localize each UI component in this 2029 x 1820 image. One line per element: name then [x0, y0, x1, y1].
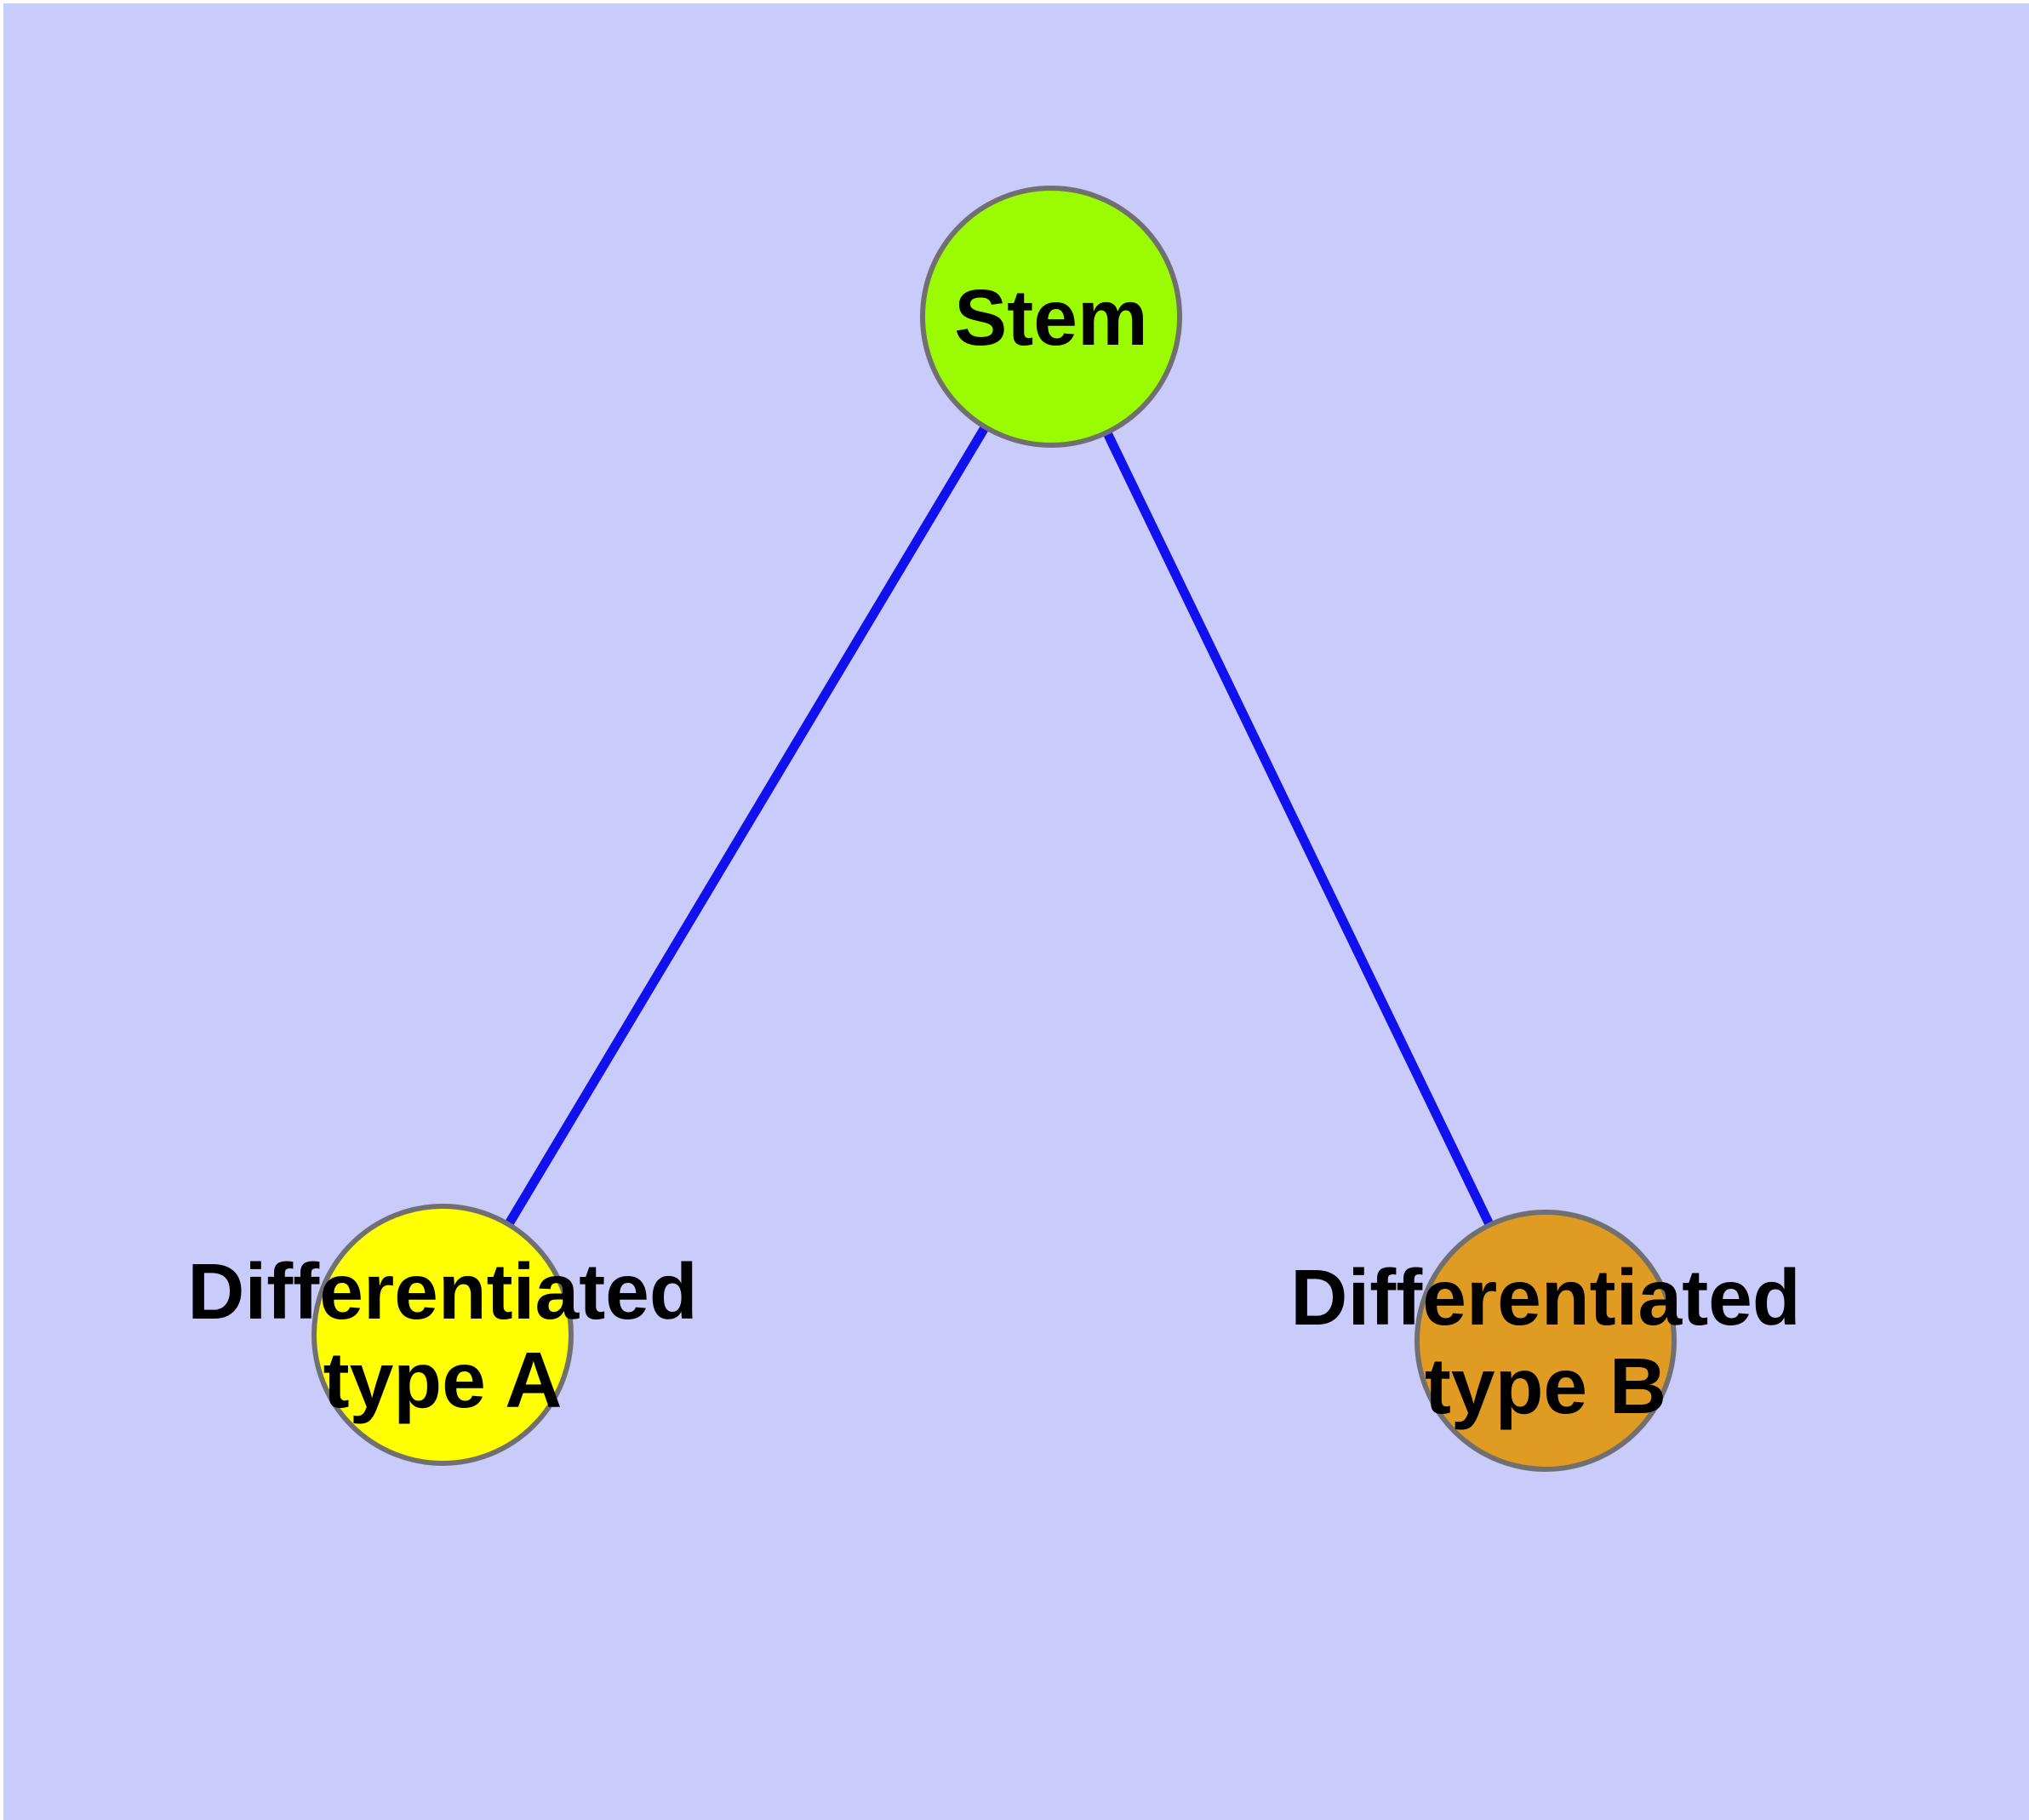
- node-label-diff-b-line-2: type B: [1425, 1342, 1666, 1430]
- node-circle-stem[interactable]: [920, 186, 1182, 448]
- graph-edge-stem-to-b[interactable]: [1047, 314, 1550, 1343]
- graph-edge-stem-to-a[interactable]: [438, 314, 1055, 1337]
- node-label-diff-a-line-1: Differentiated: [187, 1247, 697, 1336]
- node-circle-diff-a[interactable]: [311, 1204, 574, 1466]
- node-label-diff-b-line-1: Differentiated: [1290, 1253, 1800, 1342]
- node-circle-diff-b[interactable]: [1415, 1210, 1677, 1472]
- edges-layer: [438, 314, 1550, 1343]
- graph-node-stem[interactable]: Stem: [920, 186, 1182, 448]
- node-label-diff-a-line-2: type A: [323, 1336, 563, 1424]
- node-label-stem-line-1: Stem: [954, 273, 1147, 362]
